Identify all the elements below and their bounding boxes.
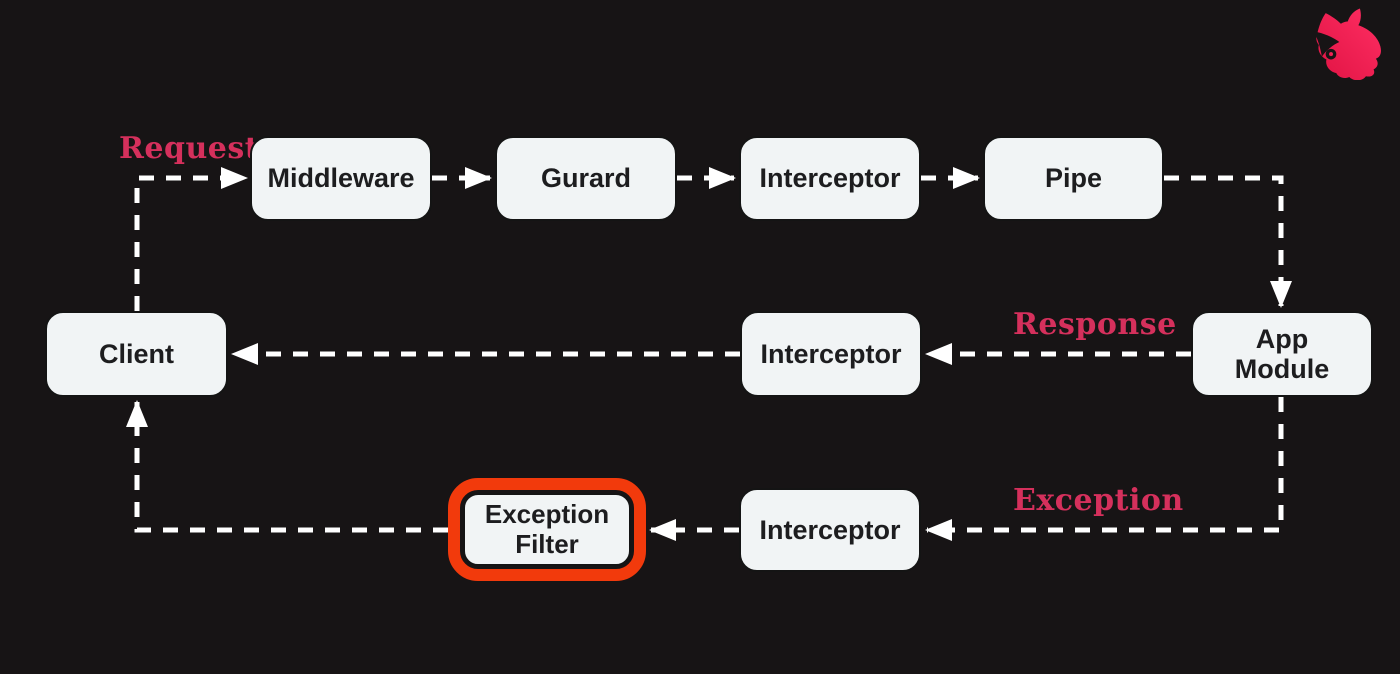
node-exception-filter: Exception Filter (463, 493, 631, 566)
nestjs-logo-icon (1312, 4, 1388, 81)
node-pipe: Pipe (983, 136, 1164, 221)
exception-filter-highlight-ring: Exception Filter (448, 478, 646, 581)
node-interceptor-bottom-label: Interceptor (759, 514, 901, 545)
node-interceptor-bottom: Interceptor (739, 488, 921, 572)
node-middleware: Middleware (250, 136, 432, 221)
node-client-label: Client (98, 338, 174, 369)
flow-label-exception: Exception (1013, 483, 1184, 518)
edge-exceptionfilter-client (126, 400, 448, 533)
node-pipe-label: Pipe (1044, 163, 1103, 194)
node-middleware-label: Middleware (267, 163, 415, 194)
node-interceptor-middle: Interceptor (740, 311, 922, 397)
flow-label-request: Request (119, 131, 260, 166)
node-exception-filter-label: Exception Filter (484, 499, 610, 559)
node-guard: Gurard (495, 136, 677, 221)
flow-label-response: Response (1013, 307, 1177, 342)
node-app-module: App Module (1191, 311, 1373, 397)
node-interceptor-middle-label: Interceptor (760, 338, 902, 369)
node-interceptor-top-label: Interceptor (759, 163, 901, 194)
node-interceptor-top: Interceptor (739, 136, 921, 221)
node-client: Client (45, 311, 228, 397)
node-app-module-label: App Module (1234, 323, 1330, 384)
edge-client-middleware (134, 167, 248, 311)
edge-pipe-appmodule (1164, 175, 1292, 308)
node-guard-label: Gurard (540, 163, 632, 194)
